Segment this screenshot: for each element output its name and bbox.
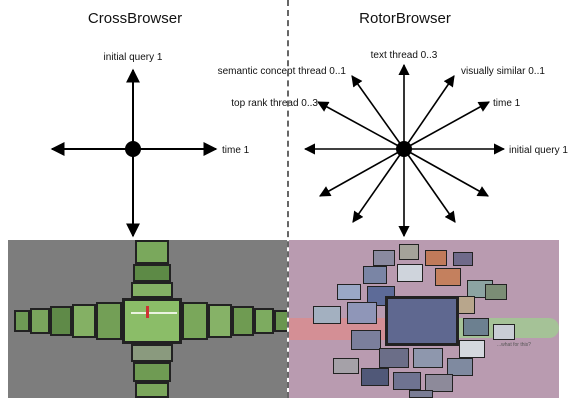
rotor-arrow-lower-right	[403, 148, 489, 197]
rotor-thumb	[363, 266, 387, 284]
rotor-label-visual: visually similar 0..1	[461, 66, 545, 77]
rotor-thumb	[313, 306, 341, 324]
cross-label-up: initial query 1	[104, 52, 163, 63]
rotor-thumb-focus	[385, 296, 459, 346]
cross-thumb	[208, 304, 232, 338]
rotor-thumb	[463, 318, 489, 336]
rotor-thumb	[399, 244, 419, 260]
cross-thumb	[72, 304, 96, 338]
cross-thumb-focus	[122, 298, 182, 344]
cross-thumb	[133, 264, 171, 282]
cross-thumb	[135, 240, 169, 264]
cross-center-node	[125, 141, 141, 157]
player-figure	[146, 306, 149, 318]
rotor-thumb	[333, 358, 359, 374]
crossbrowser-screenshot	[8, 240, 287, 398]
rotorbrowser-screenshot: ...what for this?	[289, 240, 559, 398]
dashed-divider	[287, 0, 289, 398]
rotor-label-semantic: semantic concept thread 0..1	[218, 66, 347, 77]
rotor-thumb	[337, 284, 361, 300]
cross-thumb	[14, 310, 30, 332]
cross-thumb	[232, 306, 254, 336]
rotor-thumb	[351, 330, 381, 350]
cross-thumb	[131, 344, 173, 362]
rotor-label-time: time 1	[493, 98, 521, 109]
rotor-arrow-time	[403, 101, 490, 150]
rotor-arrow-semantic	[351, 75, 405, 150]
cross-thumb	[96, 302, 122, 340]
field-line	[131, 312, 177, 314]
rotor-thumb	[485, 284, 507, 300]
rotor-thumb	[459, 340, 485, 358]
rotor-label-initial: initial query 1	[509, 145, 568, 156]
cross-thumb	[274, 310, 287, 332]
rotor-thumb	[447, 358, 473, 376]
rotor-arrow-bottom-left	[352, 148, 405, 223]
rotor-thumb	[373, 250, 395, 266]
rotor-arrow-visual	[403, 75, 455, 150]
crossbrowser-title: CrossBrowser	[87, 10, 183, 27]
rotor-arrow-lower-left	[319, 148, 405, 197]
rotor-arrow-toprank	[317, 101, 405, 150]
cross-label-right: time 1	[222, 145, 250, 156]
rotor-thumb	[379, 348, 409, 368]
rotor-arrow-bottom-right	[403, 148, 456, 223]
rotor-thumb	[425, 250, 447, 266]
rotorbrowser-diagram: text thread 0..3 semantic concept thread…	[218, 50, 568, 238]
cross-thumb	[133, 362, 171, 382]
rotor-thumb	[425, 374, 453, 392]
cross-thumb	[254, 308, 274, 334]
rotor-thumb	[493, 324, 515, 340]
rotor-thumb	[347, 302, 377, 324]
cross-thumb	[30, 308, 50, 334]
rotor-thumb	[361, 368, 389, 386]
rotor-thumb	[409, 390, 433, 398]
rotor-label-text: text thread 0..3	[371, 50, 438, 61]
crossbrowser-diagram: initial query 1 time 1	[50, 52, 250, 238]
overlay-caption: ...what for this?	[497, 342, 531, 348]
cross-thumb	[131, 282, 173, 298]
cross-thumb	[135, 382, 169, 398]
cross-thumb	[50, 306, 72, 336]
rotor-thumb	[397, 264, 423, 282]
rotor-thumb	[413, 348, 443, 368]
cross-thumb	[182, 302, 208, 340]
rotor-thumb	[393, 372, 421, 390]
rotor-thumb	[435, 268, 461, 286]
rotor-thumb	[453, 252, 473, 266]
rotor-center-node	[396, 141, 412, 157]
rotor-label-toprank: top rank thread 0..3	[231, 98, 318, 109]
rotorbrowser-title: RotorBrowser	[359, 10, 451, 27]
